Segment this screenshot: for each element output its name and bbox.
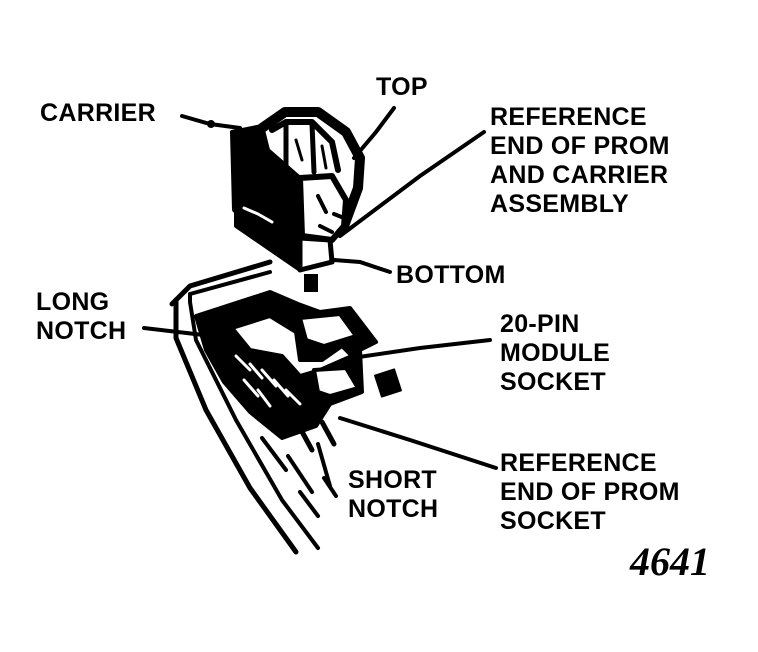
module-socket-drawing	[169, 259, 402, 555]
reference-socket-leader	[338, 416, 498, 470]
bottom-leader	[332, 258, 392, 274]
prom-carrier-drawing	[230, 107, 365, 292]
module-socket-label: 20-PIN MODULE SOCKET	[500, 310, 611, 396]
reference-end-socket-label: REFERENCE END OF PROM SOCKET	[500, 449, 680, 535]
bottom-label: BOTTOM	[396, 261, 506, 289]
figure-number: 4641	[630, 539, 710, 584]
top-leader	[352, 106, 396, 160]
module-socket-leader	[350, 338, 492, 360]
top-label: TOP	[376, 73, 428, 101]
short-notch-leader	[316, 442, 332, 488]
long-notch-label: LONG NOTCH	[36, 288, 127, 345]
carrier-leader-tip	[207, 120, 215, 128]
carrier-label: CARRIER	[40, 99, 156, 127]
reference-carrier-leader	[338, 130, 486, 238]
short-notch-label: SHORT NOTCH	[348, 466, 439, 523]
reference-end-carrier-label: REFERENCE END OF PROM AND CARRIER ASSEMB…	[490, 103, 670, 218]
long-notch-leader	[142, 326, 214, 338]
leader-lines	[142, 106, 498, 488]
